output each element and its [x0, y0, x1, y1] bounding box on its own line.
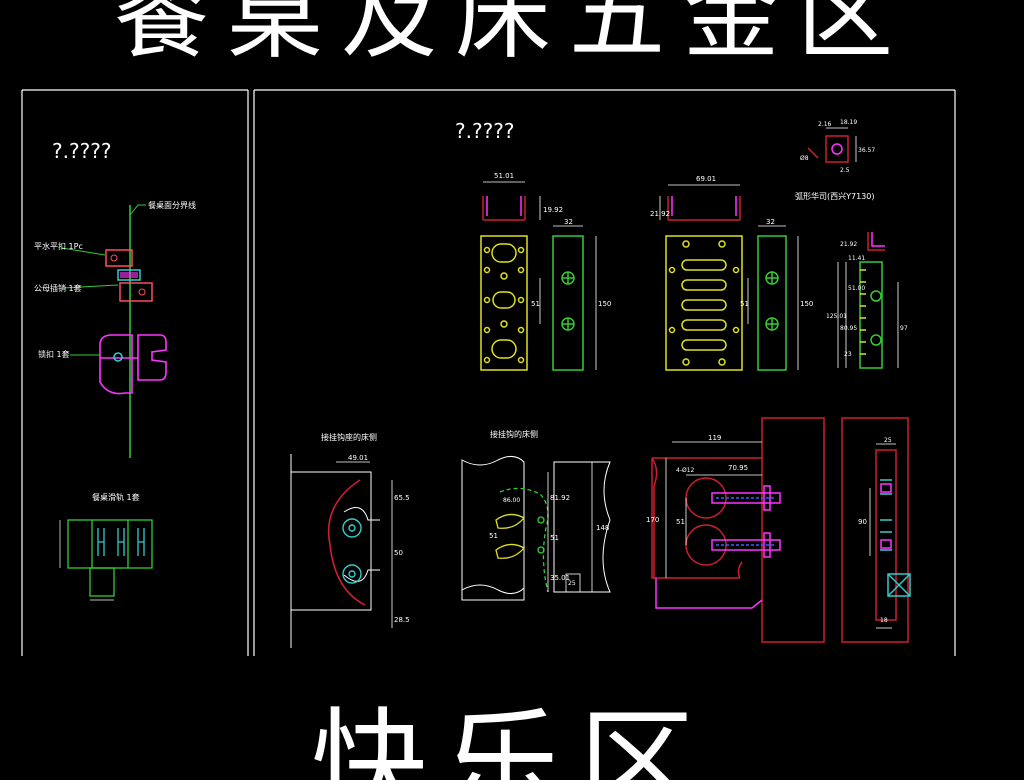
hook-caption: 弧形华司(西兴Y7130): [795, 191, 875, 201]
bolt-dim-c: 4-Ø12: [676, 467, 695, 474]
latch-view: [290, 454, 393, 648]
latch-dim-d: 28.5: [394, 616, 410, 624]
side-section: [841, 417, 911, 643]
hinge-dim-e: 35.01: [550, 574, 570, 582]
bracket2-plate: [665, 235, 743, 371]
hook-dim-c: 36.57: [858, 147, 875, 154]
bottom-label: 餐桌滑轨 1套: [92, 492, 140, 502]
lock-shape: [99, 334, 167, 395]
hinge-dim-f: 25: [568, 580, 576, 587]
hook-dim-i: 80.95: [840, 325, 857, 332]
side-dim-c: 18: [880, 617, 888, 624]
latch-caption: 接挂钩座的床侧: [321, 432, 377, 442]
hook-dim-a: 2.16: [818, 121, 832, 128]
b2-dim-top: 69.01: [696, 175, 716, 183]
rail-shape: [59, 519, 153, 601]
hook-top-detail: [807, 127, 857, 163]
b2-dim-side: 21.92: [650, 210, 670, 218]
hook-dim-d: 2.5: [840, 167, 850, 174]
hook-dim-f: 21.92: [840, 241, 857, 248]
bolt-dim-d: 51: [676, 518, 685, 526]
bracket2-side: [747, 225, 799, 371]
bolt-dim-a: 119: [708, 434, 721, 442]
hinge-dim-g: 148: [596, 524, 609, 532]
drawing-frames: [21, 89, 956, 656]
b2-dim-width: 32: [766, 218, 775, 226]
hook-dim-k: 23: [844, 351, 852, 358]
bracket1-plate: [480, 235, 528, 371]
hook-dim-b: 18.19: [840, 119, 857, 126]
hook-dim-h: 125.01: [826, 313, 847, 320]
part2-label: 公母插销 1套: [34, 283, 82, 293]
bolt-dim-b: 70.95: [728, 464, 748, 472]
hinge-dim-b: 81.92: [550, 494, 570, 502]
left-panel: ?.???? 餐桌面分界线 平水平扣 1Pc 公母插销 1套 锁扣 1套 餐桌滑…: [34, 139, 196, 601]
latch-dim-b: 65.5: [394, 494, 410, 502]
side-dim-a: 25: [884, 437, 892, 444]
hook-dim-e: Ø8: [800, 155, 809, 162]
right-panel: ?.???? 51.01 19.92: [290, 119, 911, 648]
b2-dim-len: 150: [800, 300, 813, 308]
b2-dim-mid: 51: [740, 300, 749, 308]
hinge-dim-c: 51: [489, 532, 498, 540]
page-title: 餐桌及床五金区: [113, 0, 911, 58]
latch-dim-c: 50: [394, 549, 403, 557]
hinge-dim-a: 86.00: [503, 497, 520, 504]
bracket1-top-view: [482, 181, 541, 221]
bolt-assembly: [651, 417, 825, 643]
right-panel-heading: ?.????: [455, 119, 514, 143]
footer-title: 快乐区: [311, 697, 713, 780]
bracket2-top-view: [659, 184, 741, 221]
hook-dim-l: 97: [900, 325, 908, 332]
hook-dim-j: 51.00: [848, 285, 865, 292]
hinge-dim-d: 51: [550, 534, 559, 542]
hook-side-view: [837, 232, 899, 369]
hinge-caption: 接挂钩的床侧: [490, 429, 538, 439]
left-panel-heading: ?.????: [52, 139, 111, 163]
part1-label: 平水平扣 1Pc: [34, 241, 83, 251]
b1-dim-len: 150: [598, 300, 611, 308]
pin-shape: [119, 282, 153, 302]
hook-dim-g: 11.41: [848, 255, 865, 262]
b1-dim-top: 51.01: [494, 172, 514, 180]
level-clip-shape: [105, 249, 133, 267]
latch-dim-a: 49.01: [348, 454, 368, 462]
bracket1-side: [539, 225, 597, 371]
b1-dim-mid: 51: [531, 300, 540, 308]
b1-dim-side: 19.92: [543, 206, 563, 214]
side-dim-b: 90: [858, 518, 867, 526]
bolt-dim-e: 170: [646, 516, 659, 524]
divider-label: 餐桌面分界线: [148, 200, 196, 210]
b1-dim-width: 32: [564, 218, 573, 226]
part3-label: 锁扣 1套: [38, 349, 70, 359]
hinge-view: [461, 456, 611, 601]
